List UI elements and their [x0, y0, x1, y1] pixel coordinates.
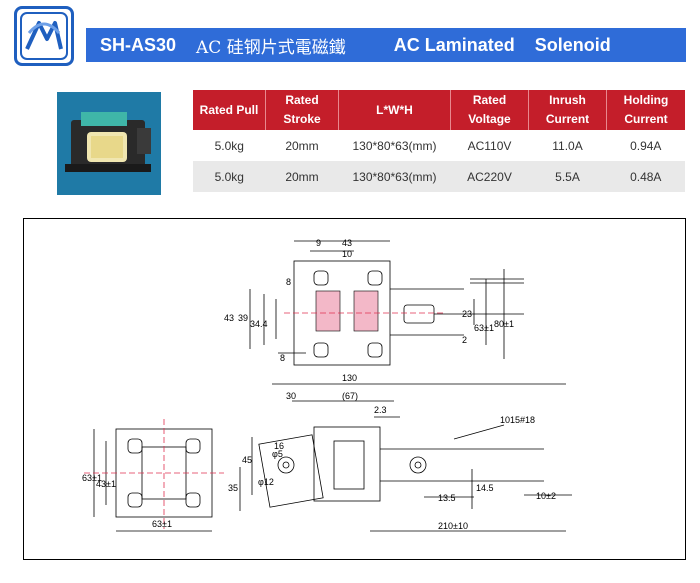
title-english: AC Laminated [393, 34, 515, 55]
title-banner: SH-AS30 AC 硅钢片式電磁鐵 AC Laminated Solenoid [86, 28, 686, 62]
dimension-drawing: 9 43 10 8 43 39 34.4 8 23 2 63±1 80±1 13… [82, 238, 572, 532]
dim-35: 35 [228, 483, 238, 493]
table-row: 5.0kg 20mm 130*80*63(mm) AC110V 11.0A 0.… [193, 130, 685, 161]
dim-80: 80±1 [494, 319, 514, 329]
company-logo [14, 6, 74, 66]
dim-10-2: 10±2 [536, 491, 556, 501]
dim-2: 2 [462, 335, 467, 345]
dim-23: 23 [462, 309, 472, 319]
table-cell: 0.48A [606, 161, 685, 192]
dim-8-top: 8 [286, 277, 291, 287]
dim-phi12: φ12 [258, 477, 274, 487]
table-cell: 11.0A [528, 130, 607, 161]
dim-10: 10 [342, 249, 352, 259]
dim-14-5: 14.5 [476, 483, 494, 493]
dim-13-5: 13.5 [438, 493, 456, 503]
dim-34-4: 34.4 [250, 319, 268, 329]
dim-39: 39 [238, 313, 248, 323]
dim-phi5: φ5 [272, 449, 283, 459]
dim-8-bottom: 8 [280, 353, 285, 363]
solenoid-photo-icon [57, 92, 161, 195]
dim-1015-18: 1015#18 [500, 415, 535, 425]
front-view-bracket [258, 434, 324, 508]
table-cell: 5.5A [528, 161, 607, 192]
dim-9: 9 [316, 238, 321, 248]
title-chinese: AC 硅钢片式電磁鐵 [196, 37, 346, 58]
table-row: 5.0kg 20mm 130*80*63(mm) AC220V 5.5A 0.4… [193, 161, 685, 192]
coil-section-left [315, 290, 341, 332]
table-cell: 5.0kg [193, 161, 266, 192]
dim-67: (67) [342, 391, 358, 401]
front-view-body [313, 426, 381, 502]
dim-63-side: 63±1 [82, 473, 102, 483]
table-cell: AC110V [450, 130, 529, 161]
table-cell: AC220V [450, 161, 529, 192]
dim-210: 210±10 [438, 521, 468, 531]
dim-63-right: 63±1 [474, 323, 494, 333]
technical-drawing: 9 43 10 8 43 39 34.4 8 23 2 63±1 80±1 13… [23, 218, 686, 560]
table-cell: 20mm [265, 130, 339, 161]
dim-16: 16 [274, 441, 284, 451]
table-cell: 0.94A [606, 130, 685, 161]
title-english-2: Solenoid [534, 34, 611, 55]
table-cell: 130*80*63(mm) [338, 130, 451, 161]
dim-43-left: 43 [224, 313, 234, 323]
dim-43-top: 43 [342, 238, 352, 248]
dim-45: 45 [242, 455, 252, 465]
table-cell: 5.0kg [193, 130, 266, 161]
col-header: L*W*H [338, 90, 451, 130]
logo-mark-icon [20, 12, 68, 60]
dim-43-side: 43±1 [96, 479, 116, 489]
dim-130: 130 [342, 373, 357, 383]
dim-30: 30 [286, 391, 296, 401]
product-photo [57, 92, 161, 195]
table-cell: 20mm [265, 161, 339, 192]
dim-2-3: 2.3 [374, 405, 387, 415]
coil-section-right [353, 290, 379, 332]
model-number: SH-AS30 [100, 34, 177, 55]
dim-63-side-width: 63±1 [152, 519, 172, 529]
col-header: Rated Pull [193, 90, 266, 130]
table-cell: 130*80*63(mm) [338, 161, 451, 192]
